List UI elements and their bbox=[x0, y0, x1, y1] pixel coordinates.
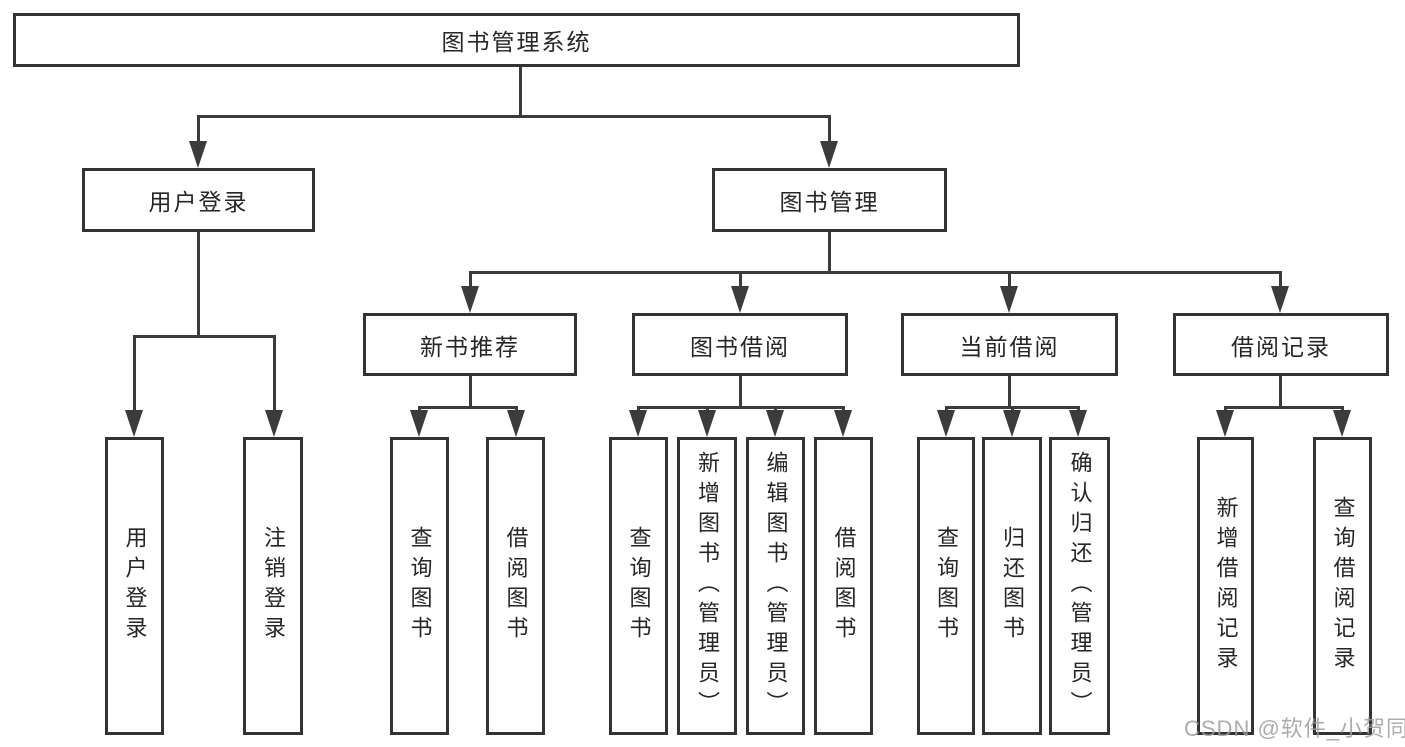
watermark: CSDN @软件_小贺同学 bbox=[1184, 716, 1405, 741]
connector-drop-borrow-records bbox=[1279, 271, 1282, 288]
node-current-borrow: 当前借阅 bbox=[901, 313, 1118, 376]
arrowhead-current-borrow bbox=[1000, 286, 1018, 313]
connector-branch-g2 bbox=[418, 406, 518, 409]
arrowhead-g2-1 bbox=[410, 410, 428, 437]
leaf-query-borrow-record: 查询借阅记录 bbox=[1313, 437, 1372, 735]
arrowhead-g4-2 bbox=[1003, 410, 1021, 437]
leaf-user-login: 用户登录 bbox=[105, 437, 164, 735]
arrowhead-g5-2 bbox=[1333, 410, 1351, 437]
connector-branch-g5 bbox=[1224, 406, 1344, 409]
arrowhead-user-login bbox=[189, 141, 207, 168]
arrowhead-g3-2 bbox=[698, 410, 716, 437]
node-root: 图书管理系统 bbox=[13, 13, 1020, 67]
arrowhead-book-management bbox=[820, 141, 838, 168]
leaf-borrow-books-2: 借阅图书 bbox=[814, 437, 873, 735]
connector-drop-current-borrow bbox=[1008, 271, 1011, 288]
arrowhead-book-borrow bbox=[731, 286, 749, 313]
arrowhead-g3-1 bbox=[629, 410, 647, 437]
leaf-logout: 注销登录 bbox=[243, 437, 303, 735]
arrowhead-new-book-recommend bbox=[461, 286, 479, 313]
connector-drop-leaf-user-login bbox=[133, 335, 136, 412]
leaf-query-books-1: 查询图书 bbox=[390, 437, 449, 735]
leaf-query-books-2: 查询图书 bbox=[609, 437, 668, 735]
connector-drop-user-login bbox=[197, 115, 200, 143]
node-user-login: 用户登录 bbox=[82, 168, 315, 232]
node-book-borrow: 图书借阅 bbox=[632, 313, 848, 376]
connector-drop-book-borrow bbox=[739, 271, 742, 288]
arrowhead-borrow-records bbox=[1271, 286, 1289, 313]
arrowhead-g3-3 bbox=[766, 410, 784, 437]
arrowhead-g4-3 bbox=[1069, 410, 1087, 437]
leaf-add-books-admin: 新增图书（管理员） bbox=[677, 437, 737, 735]
arrowhead-g2-2 bbox=[507, 410, 525, 437]
connector-drop-book-management bbox=[828, 115, 831, 143]
leaf-borrow-books-1: 借阅图书 bbox=[486, 437, 545, 735]
connector-trunk-g5 bbox=[1279, 376, 1282, 409]
leaf-query-books-3: 查询图书 bbox=[917, 437, 975, 735]
arrowhead-g5-1 bbox=[1216, 410, 1234, 437]
arrowhead-leaf-user-login bbox=[125, 410, 143, 437]
connector-user-login-trunk bbox=[197, 232, 200, 338]
node-borrow-records: 借阅记录 bbox=[1173, 313, 1389, 376]
leaf-confirm-return-admin: 确认归还（管理员） bbox=[1049, 437, 1110, 735]
connector-trunk-g2 bbox=[469, 376, 472, 409]
connector-branch-user-login bbox=[133, 335, 276, 338]
leaf-add-borrow-record: 新增借阅记录 bbox=[1197, 437, 1254, 735]
connector-drop-new-book-recommend bbox=[469, 271, 472, 288]
connector-book-management-trunk bbox=[828, 232, 831, 273]
connector-branch-level1 bbox=[197, 115, 831, 118]
arrowhead-g3-4 bbox=[834, 410, 852, 437]
leaf-edit-books-admin: 编辑图书（管理员） bbox=[746, 437, 805, 735]
connector-trunk-g4 bbox=[1008, 376, 1011, 409]
connector-trunk-g3 bbox=[739, 376, 742, 409]
connector-root-trunk bbox=[519, 67, 522, 117]
connector-branch-level2 bbox=[469, 271, 1282, 274]
connector-branch-g3 bbox=[637, 406, 845, 409]
arrowhead-leaf-logout bbox=[265, 410, 283, 437]
arrowhead-g4-1 bbox=[937, 410, 955, 437]
connector-drop-leaf-logout bbox=[273, 335, 276, 412]
node-new-book-recommend: 新书推荐 bbox=[363, 313, 577, 376]
node-book-management: 图书管理 bbox=[712, 168, 947, 232]
leaf-return-books: 归还图书 bbox=[982, 437, 1042, 735]
